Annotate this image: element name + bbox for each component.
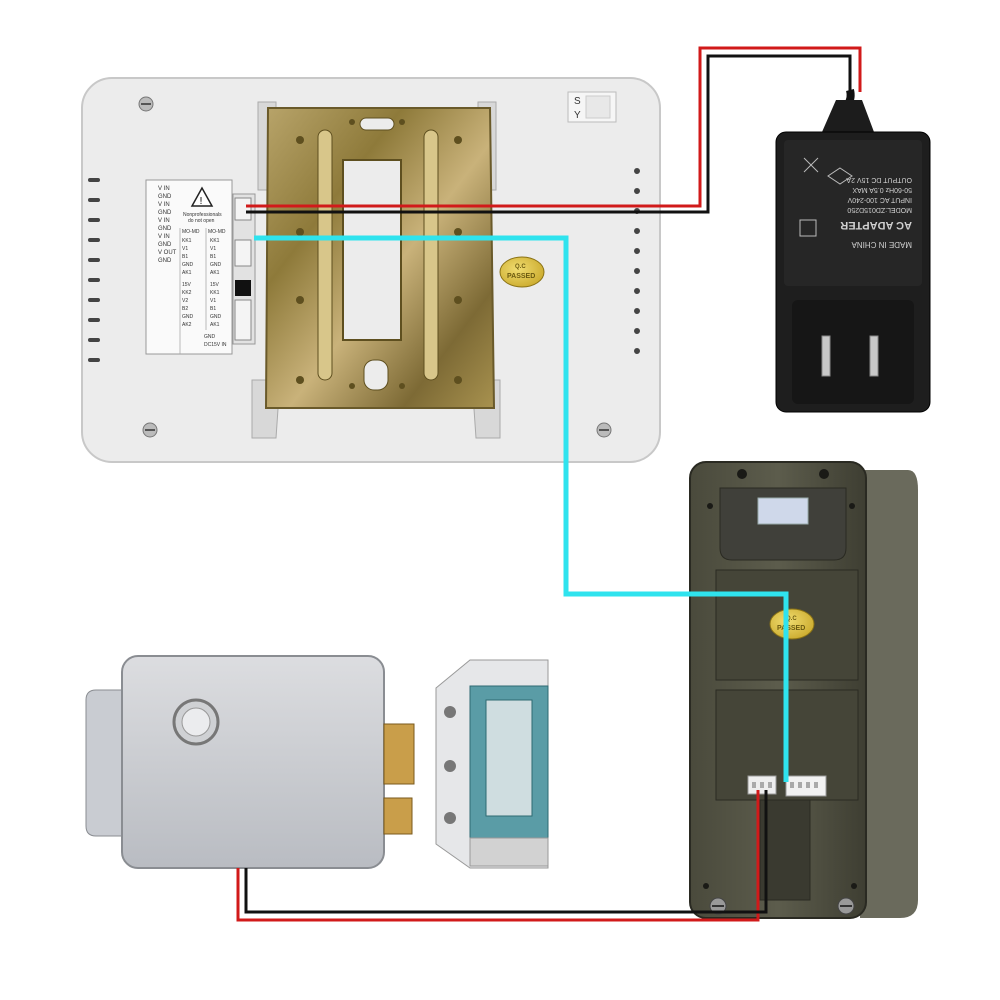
stamp-text: Q.C (786, 616, 797, 622)
pin-label: GND (158, 210, 172, 216)
row-label: V1 (210, 246, 216, 252)
adapter-label-line: MADE IN CHINA (851, 240, 912, 249)
warning-icon: ! (190, 186, 214, 207)
certification-icons (799, 157, 853, 237)
pin-label: V IN (158, 202, 170, 208)
row-label: KK1 (210, 238, 220, 244)
row-label: GND (210, 314, 222, 320)
row-label: 15V (210, 282, 220, 288)
qc-passed-stamp: Q.C PASSED (769, 608, 815, 640)
row-label: AK1 (210, 322, 220, 328)
pin-label: V OUT (158, 250, 177, 256)
warning-text: Nonprofessionals (183, 212, 222, 218)
electric-lock (85, 655, 549, 869)
screw-hole-icon (703, 469, 857, 889)
row-label: AK2 (182, 322, 192, 328)
lock-wire (236, 790, 760, 922)
warning-text: do not open (188, 218, 215, 224)
pin-label: GND (158, 226, 172, 232)
screw-icon (709, 897, 727, 915)
stamp-text: PASSED (507, 273, 535, 280)
wires (236, 46, 862, 922)
power-label: GND (204, 334, 216, 340)
vent-slots-right (634, 168, 640, 354)
adapter-label-line: 50-60Hz 0.5A MAX (852, 186, 912, 193)
sticker-y: Y (574, 110, 581, 121)
row-label: 15V (182, 282, 192, 288)
row-label: B1 (210, 254, 216, 260)
row-label: B1 (182, 254, 188, 260)
qc-passed-stamp: Q.C PASSED (499, 256, 545, 288)
strike-plate (435, 659, 549, 869)
vent-slots-left (88, 178, 100, 362)
row-label: GND (182, 314, 194, 320)
door-station: Q.C PASSED (689, 461, 918, 919)
stamp-text: Q.C (515, 264, 526, 270)
row-label: B1 (210, 306, 216, 312)
pin-label: GND (158, 258, 172, 264)
keyhole-icon (172, 698, 220, 746)
pin-label: V IN (158, 186, 170, 192)
ground-wire (246, 54, 852, 214)
mo-md-header: MO-MD (182, 229, 200, 235)
pin-label: GND (158, 242, 172, 248)
mounting-plate (264, 107, 496, 409)
monitor-back: S Y V IN GND V IN GND V IN GND V IN GND … (81, 77, 661, 463)
power-wire (246, 46, 862, 208)
monitor-sticker: S Y (567, 91, 617, 123)
signal-wire (254, 235, 789, 782)
connector-block (232, 193, 256, 345)
adapter-label: MADE IN CHINA AC ADAPTER MODEL:ZD015D250… (840, 176, 912, 249)
adapter-label-line: OUTPUT DC 15V 2A (846, 176, 912, 183)
adapter-label-line: INPUT AC 100-240V (847, 196, 912, 203)
pin-label: GND (158, 194, 172, 200)
row-label: KK1 (210, 290, 220, 296)
row-label: GND (182, 262, 194, 268)
svg-text:!: ! (199, 196, 203, 207)
pin-label: V IN (158, 218, 170, 224)
row-label: V1 (210, 298, 216, 304)
lock-bolt (383, 723, 415, 835)
row-label: AK1 (182, 270, 192, 276)
row-label: AK1 (210, 270, 220, 276)
lock-wire (244, 790, 768, 914)
sticker-s: S (574, 96, 581, 107)
screw-icon (138, 96, 154, 112)
adapter-label-line: MODEL:ZD015D250 (847, 206, 912, 213)
terminal-label-panel: V IN GND V IN GND V IN GND V IN GND V OU… (145, 179, 233, 355)
plug-prongs (821, 335, 879, 377)
row-label: V1 (182, 246, 188, 252)
row-label: KK2 (182, 290, 192, 296)
row-label: V2 (182, 298, 188, 304)
mo-md-header: MO-MD (208, 229, 226, 235)
adapter-label-line: AC ADAPTER (840, 219, 912, 231)
row-label: B2 (182, 306, 188, 312)
screw-icon (596, 422, 612, 438)
row-label: KK1 (182, 238, 192, 244)
pin-label: V IN (158, 234, 170, 240)
power-label: DC15V IN (204, 342, 227, 348)
ac-adapter: MADE IN CHINA AC ADAPTER MODEL:ZD015D250… (775, 89, 931, 413)
stamp-text: PASSED (777, 625, 805, 632)
door-terminals (747, 775, 827, 797)
row-label: GND (210, 262, 222, 268)
screw-icon (837, 897, 855, 915)
screw-icon (142, 422, 158, 438)
